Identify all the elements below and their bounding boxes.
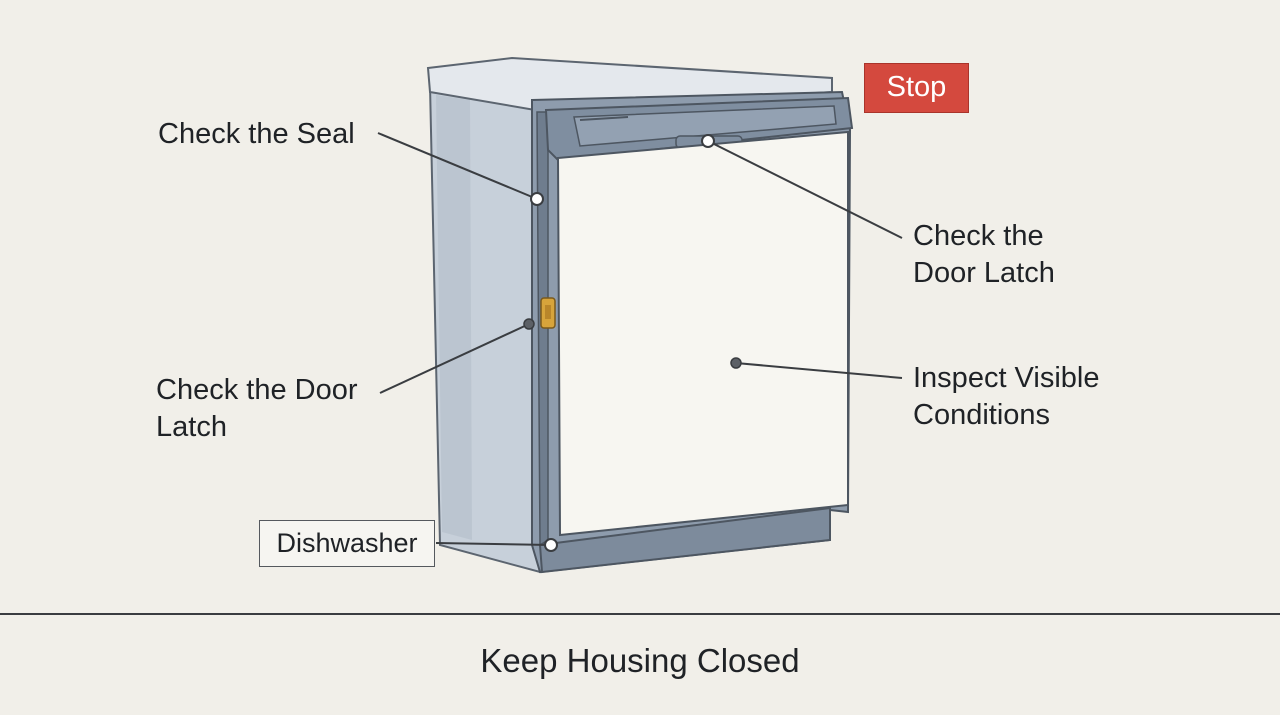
leader-line-door-latch-top [707,140,903,239]
footer-caption: Keep Housing Closed [480,642,800,679]
marker-seal [530,192,544,206]
marker-appliance [544,538,558,552]
appliance-name-tag: Dishwasher [259,520,435,567]
callout-inspect-visible-conditions: Inspect Visible Conditions [913,360,1099,434]
leader-line-door-latch-side [379,323,530,394]
leader-line-appliance [435,542,552,546]
door-panel [556,130,849,537]
marker-inspect [730,357,742,369]
callout-check-seal: Check the Seal [158,118,355,150]
marker-door-latch-top [701,134,715,148]
callout-line: Inspect Visible [913,362,1100,394]
marker-door-latch-side [523,318,535,330]
callout-line: Door Latch [913,257,1055,289]
leader-line-inspect [735,362,903,379]
callout-line: Check the [913,220,1044,252]
side-latch-slot [545,305,551,319]
control-panel-display [579,116,629,121]
control-panel-inset [573,105,837,147]
callout-line: Conditions [913,399,1051,431]
stop-badge: Stop [864,63,969,113]
callout-check-door-latch-side: Check the Door Latch [156,372,358,446]
ground-divider [0,613,1280,615]
side-panel-shading [436,95,472,540]
leader-line-seal [377,132,538,200]
callout-line: Latch [156,411,227,443]
callout-check-door-latch-top: Check the Door Latch [913,218,1055,292]
toe-kick [538,506,831,574]
callout-line: Check the Door [156,374,358,406]
